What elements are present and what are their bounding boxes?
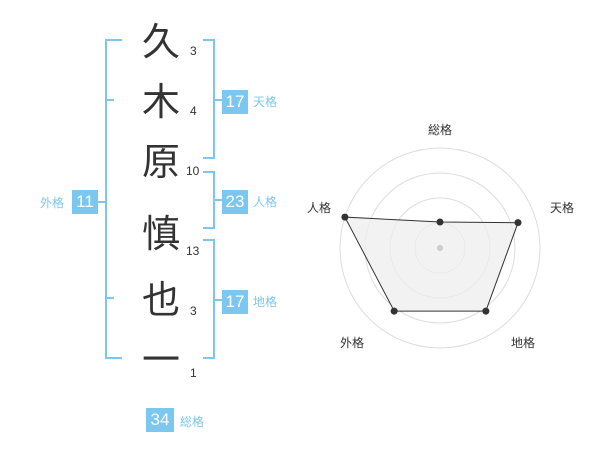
- radar-point-4: [390, 307, 398, 315]
- tenkaku-value: 17: [222, 90, 248, 114]
- stroke-count-6: 1: [190, 366, 197, 380]
- gaikaku-label: 外格: [40, 196, 65, 210]
- radar-ring: [339, 147, 541, 349]
- chikaku-label: 地格: [253, 295, 278, 309]
- stroke-count-5: 3: [190, 304, 197, 318]
- radar-center-dot: [437, 245, 443, 251]
- radar-point-5: [341, 213, 349, 221]
- jinkaku-label: 人格: [253, 195, 278, 209]
- radar-axis-label-soukaku: 総格: [428, 123, 453, 137]
- tenkaku-label: 天格: [253, 95, 278, 109]
- radar-point-2: [514, 219, 522, 227]
- chikaku-value: 17: [222, 290, 248, 314]
- radar-axis-label-jinkaku: 人格: [307, 201, 332, 215]
- name-char-4: 慎: [141, 212, 180, 256]
- radar-point-3: [482, 307, 490, 315]
- stroke-count-2: 4: [190, 104, 197, 118]
- radar-points: [341, 213, 522, 315]
- stroke-count-3: 10: [186, 164, 200, 178]
- stroke-count-1: 3: [190, 44, 197, 58]
- stroke-count-4: 13: [186, 244, 200, 258]
- name-char-5: 也: [141, 278, 180, 322]
- name-char-2: 木: [141, 80, 180, 124]
- radar-axis-label-chikaku: 地格: [511, 336, 536, 350]
- soukaku-value: 34: [146, 408, 174, 432]
- name-char-6: 一: [141, 338, 180, 382]
- soukaku-label: 総格: [180, 415, 205, 429]
- radar-axis-label-tenkaku: 天格: [550, 201, 575, 215]
- radar-point-1: [436, 218, 444, 226]
- jinkaku-value: 23: [222, 190, 248, 214]
- radar-polygon: [344, 216, 519, 312]
- gaikaku-value: 11: [72, 190, 98, 214]
- radar-axis-label-gaikaku: 外格: [340, 336, 365, 350]
- name-char-1: 久: [141, 20, 180, 64]
- name-char-3: 原: [141, 140, 180, 184]
